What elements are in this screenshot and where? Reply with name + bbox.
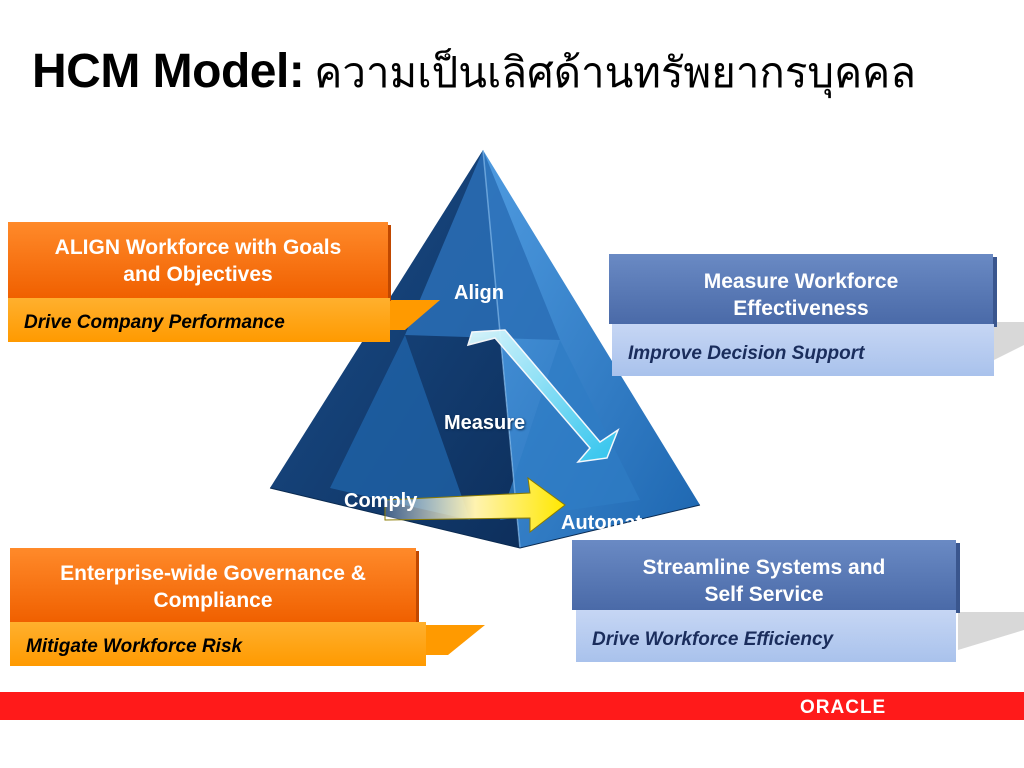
comply-heading-box: Enterprise-wide Governance & Compliance [10, 548, 416, 622]
automate-heading: Streamline Systems and Self Service [642, 556, 886, 606]
title-thai: ความเป็นเลิศด้านทรัพยากรบุคคล [314, 48, 916, 97]
label-measure: Measure [444, 412, 526, 434]
comply-automate-arrow [384, 476, 566, 534]
align-heading: ALIGN Workforce with Goals and Objective… [54, 236, 342, 286]
comply-heading: Enterprise-wide Governance & Compliance [60, 562, 366, 612]
measure-connector [994, 322, 1024, 360]
pyramid-inner-facet [330, 335, 470, 520]
label-automate: Automate [561, 512, 654, 534]
automate-connector [958, 612, 1024, 650]
automate-sub-box: Drive Workforce Efficiency [576, 610, 956, 662]
comply-sub-box: Mitigate Workforce Risk [10, 622, 426, 666]
automate-heading-box: Streamline Systems and Self Service [572, 540, 956, 610]
comply-connector [426, 625, 485, 655]
automate-sub: Drive Workforce Efficiency [592, 629, 834, 650]
footer-bar [0, 692, 1024, 720]
measure-sub-box: Improve Decision Support [612, 324, 994, 376]
align-sub: Drive Company Performance [24, 312, 285, 333]
align-measure-arrow [466, 329, 620, 464]
align-sub-box: Drive Company Performance [8, 298, 390, 342]
pyramid-inner-facet-right [500, 340, 640, 520]
align-heading-box: ALIGN Workforce with Goals and Objective… [8, 222, 388, 298]
title-main: HCM Model: [32, 45, 305, 98]
measure-sub: Improve Decision Support [628, 343, 865, 364]
pyramid-top-facet [405, 150, 560, 340]
comply-sub: Mitigate Workforce Risk [26, 636, 243, 657]
measure-heading: Measure Workforce Effectiveness [703, 270, 899, 320]
page-title: HCM Model:ความเป็นเลิศด้านทรัพยากรบุคคล [32, 40, 916, 106]
label-align: Align [454, 282, 504, 304]
align-connector [388, 300, 440, 330]
measure-heading-box: Measure Workforce Effectiveness [609, 254, 993, 324]
label-comply: Comply [344, 490, 418, 512]
pyramid-base-edge [269, 487, 701, 549]
oracle-logo: ORACLE [800, 697, 887, 718]
